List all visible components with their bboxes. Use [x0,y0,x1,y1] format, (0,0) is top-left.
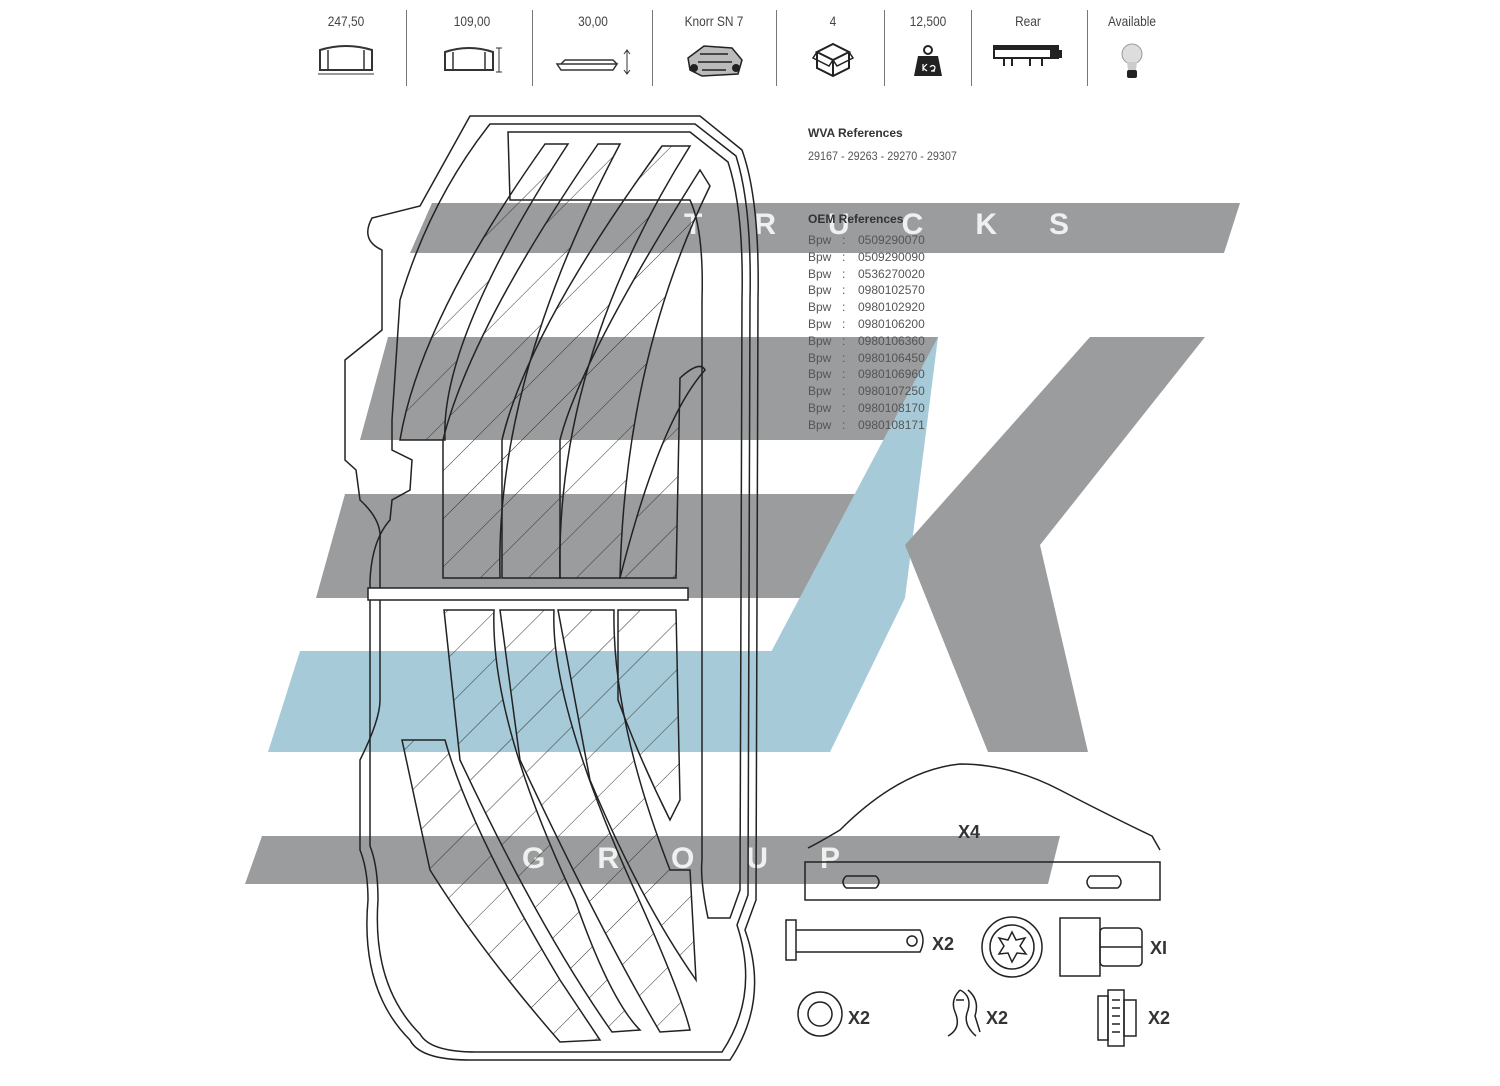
friction-blocks [399,143,711,1043]
spec-caliper-value: Knorr SN 7 [684,13,744,29]
spec-divider [776,10,777,86]
oem-row: Bpw:0980106360 [808,333,925,348]
backing-plate [344,115,759,1061]
bushing [1097,989,1137,1047]
oem-row: Bpw:0509290070 [808,233,925,247]
retainer-bar [804,861,1161,901]
pad-width-icon [444,47,502,73]
spec-weight: 12,500 [896,10,960,80]
spec-divider [532,10,533,86]
oem-row: Bpw:0980106450 [808,350,925,365]
spec-length-value: 247,50 [327,13,365,29]
spec-width: 109,00 [432,10,512,76]
oem-row: Bpw:0509290090 [808,249,925,264]
pin [785,919,924,961]
r-clip [947,989,981,1037]
oem-heading: OEM References [808,212,904,226]
spec-divider [884,10,885,86]
retaining-spring [807,763,1161,851]
spec-thickness-value: 30,00 [578,13,608,29]
spec-length: 247,50 [306,10,386,76]
spec-position-value: Rear [1015,13,1041,29]
bar-slot-right [1086,875,1122,889]
spec-thickness: 30,00 [550,10,636,76]
watermark-j-stroke [718,337,938,752]
spec-availability-value: Available [1107,13,1157,29]
box-icon [811,42,855,78]
oem-row: Bpw:0980102570 [808,283,925,298]
bolt [1059,917,1143,977]
spec-divider [971,10,972,86]
trailer-axle-icon [993,45,1062,66]
caliper-icon [687,45,743,77]
pad-thickness-icon [555,49,631,75]
bushing-quantity: X2 [1148,1008,1171,1028]
spec-weight-value: 12,500 [909,13,947,29]
clip-quantity: X2 [986,1008,1009,1028]
wva-values: 29167 - 29263 - 29270 - 29307 [808,149,957,163]
spec-quantity-value: 4 [829,13,837,29]
oem-row: Bpw:0980107250 [808,384,925,399]
spec-divider [1087,10,1088,86]
pin-quantity: X2 [932,934,955,954]
bolt-quantity: XI [1150,938,1168,958]
pad-groove [367,587,689,601]
oem-row: Bpw:0980108170 [808,400,925,415]
oem-row: Bpw:0980102920 [808,300,925,315]
spec-position: Rear [988,10,1068,72]
oem-list: Bpw:0509290070 Bpw:0509290090 Bpw:053627… [808,232,925,434]
washer-quantity: X2 [848,1008,871,1028]
oem-row: Bpw:0980106960 [808,367,925,382]
washer [797,991,843,1037]
oem-row: Bpw:0980106200 [808,316,925,331]
spec-quantity: 4 [798,10,868,80]
oem-row: Bpw:0980108171 [808,417,925,432]
spec-divider [406,10,407,86]
spec-availability: Available [1096,10,1168,80]
weight-icon [914,45,942,76]
watermark-k-arm [905,337,1205,752]
bar-slot-left [842,875,880,889]
spring-quantity: X4 [958,822,981,842]
pad-length-icon [318,45,374,75]
spec-caliper: Knorr SN 7 [670,10,758,80]
bulb-icon [1121,43,1143,78]
torx-bolt-head [981,916,1043,978]
spec-width-value: 109,00 [453,13,491,29]
spec-divider [652,10,653,86]
oem-row: Bpw:0536270020 [808,266,925,281]
wva-heading: WVA References [808,126,903,140]
